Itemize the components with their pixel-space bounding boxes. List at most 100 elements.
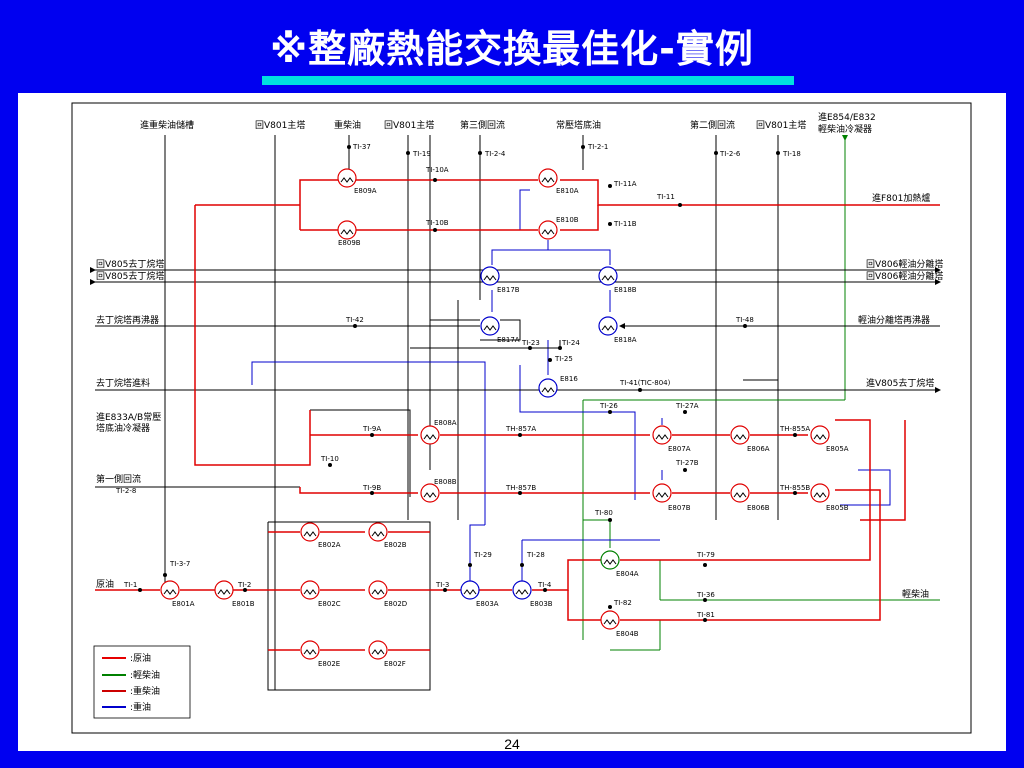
tag-ti37: TI-37: [352, 143, 371, 151]
label-f801: 進F801加熱爐: [872, 192, 930, 204]
label-light-diesel: 輕柴油: [902, 588, 929, 600]
label-return-v801-1: 回V801主塔: [255, 119, 305, 131]
label-e833-1: 進E833A/B常壓: [96, 411, 161, 423]
label-e833-2: 塔底油冷凝器: [96, 422, 150, 434]
tag-e808b: E808B: [434, 478, 457, 486]
tag-e805a: E805A: [826, 445, 849, 453]
title-underline: [262, 76, 794, 85]
tag-e802c: E802C: [318, 600, 341, 608]
label-reboiler-right: 輕油分離塔再沸器: [858, 314, 930, 326]
label-feed-right: 進V805去丁烷塔: [866, 377, 934, 389]
tag-ti24: TI-24: [561, 339, 580, 347]
tag-e808a: E808A: [434, 419, 457, 427]
tag-ti48: TI-48: [735, 316, 754, 324]
tag-e818a: E818A: [614, 336, 637, 344]
tag-e803a: E803A: [476, 600, 499, 608]
tag-ti41: TI-41(TIC-804): [619, 379, 671, 387]
tag-ti26a: TI-2-6: [719, 150, 741, 158]
label-second-reflux: 第二側回流: [690, 119, 735, 131]
tag-ti11: TI-11: [656, 193, 675, 201]
tag-ti27b: TI-27B: [675, 459, 699, 467]
page-number: 24: [504, 736, 520, 752]
tag-e802a: E802A: [318, 541, 341, 549]
label-v806-1: 回V806輕油分離塔: [866, 258, 943, 270]
tag-ti28: TI-28: [526, 551, 545, 559]
tag-e809a: E809A: [354, 187, 377, 195]
tag-ti9a: TI-9A: [362, 425, 381, 433]
tag-ti81: TI-81: [696, 611, 715, 619]
tag-e804b: E804B: [616, 630, 639, 638]
legend-label-crude: :原油: [130, 652, 151, 664]
tag-e810b: E810B: [556, 216, 579, 224]
tag-e807b: E807B: [668, 504, 691, 512]
tag-th857b: TH-857B: [505, 484, 536, 492]
tag-ti37b: TI-3-7: [169, 560, 190, 568]
tag-ti10: TI-10: [320, 455, 339, 463]
tag-e802b: E802B: [384, 541, 407, 549]
exchanger-symbols: [160, 168, 830, 660]
diagram-frame: [18, 93, 1006, 751]
tag-ti3: TI-3: [435, 581, 449, 589]
tag-ti79: TI-79: [696, 551, 715, 559]
tag-th855a: TH-855A: [779, 425, 810, 433]
tag-ti28b: TI-2-8: [115, 487, 136, 495]
tag-ti80: TI-80: [594, 509, 613, 517]
tag-ti1: TI-1: [123, 581, 137, 589]
tag-e817b: E817B: [497, 286, 520, 294]
instrument-dots: [138, 145, 797, 622]
label-v806-2: 回V806輕油分離塔: [866, 270, 943, 282]
label-atm-bottoms: 常壓塔底油: [556, 119, 601, 131]
tag-ti36: TI-36: [696, 591, 715, 599]
tag-e806a: E806A: [747, 445, 770, 453]
tag-ti2: TI-2: [237, 581, 251, 589]
tag-e809b: E809B: [338, 239, 361, 247]
tag-e803b: E803B: [530, 600, 553, 608]
label-return-v801-3: 回V801主塔: [756, 119, 806, 131]
tag-ti18: TI-18: [782, 150, 801, 158]
tag-e802f: E802F: [384, 660, 406, 668]
tag-ti9b: TI-9B: [362, 484, 381, 492]
label-heavy-diesel-tank: 進重柴油儲槽: [140, 119, 194, 131]
tag-e806b: E806B: [747, 504, 770, 512]
tag-e816: E816: [560, 375, 578, 383]
legend: :原油 :輕柴油 :重柴油 :重油: [93, 645, 191, 719]
tag-ti11a: TI-11A: [613, 180, 637, 188]
tag-e802e: E802E: [318, 660, 340, 668]
legend-label-heavy-diesel: :重柴油: [130, 685, 160, 697]
tag-ti29: TI-29: [473, 551, 492, 559]
label-first-reflux: 第一側回流: [96, 473, 141, 485]
label-feed-left: 去丁烷塔進料: [96, 377, 150, 389]
crude-oil-lines: [95, 179, 940, 651]
tag-e801a: E801A: [172, 600, 195, 608]
tag-ti10a: TI-10A: [425, 166, 449, 174]
tag-th857a: TH-857A: [505, 425, 536, 433]
legend-label-heavy-oil: :重油: [130, 701, 151, 713]
tag-e801b: E801B: [232, 600, 255, 608]
tag-ti10b: TI-10B: [425, 219, 449, 227]
label-v805-1: 回V805去丁烷塔: [96, 258, 164, 270]
label-e854-line2: 輕柴油冷凝器: [818, 123, 872, 135]
label-v805-2: 回V805去丁烷塔: [96, 270, 164, 282]
tag-ti24a: TI-2-4: [484, 150, 506, 158]
tag-e807a: E807A: [668, 445, 691, 453]
label-third-reflux: 第三側回流: [460, 119, 505, 131]
tag-th855b: TH-855B: [779, 484, 810, 492]
tag-e804a: E804A: [616, 570, 639, 578]
tag-ti82: TI-82: [613, 599, 632, 607]
tag-ti21: TI-2-1: [587, 143, 608, 151]
tag-ti27a: TI-27A: [675, 402, 699, 410]
tag-e805b: E805B: [826, 504, 849, 512]
tag-e818b: E818B: [614, 286, 637, 294]
tag-ti26: TI-26: [599, 402, 618, 410]
label-e854-line1: 進E854/E832: [818, 111, 876, 123]
label-reboiler-left: 去丁烷塔再沸器: [96, 314, 159, 326]
tag-ti19: TI-19: [412, 150, 431, 158]
legend-label-light-diesel: :輕柴油: [130, 669, 160, 681]
tag-ti23: TI-23: [521, 339, 540, 347]
inner-border: [71, 102, 972, 734]
tag-ti4: TI-4: [537, 581, 552, 589]
tag-ti11b: TI-11B: [613, 220, 637, 228]
tag-ti42: TI-42: [345, 316, 364, 324]
black-flow-lines: [90, 267, 941, 691]
tag-ti25: TI-25: [554, 355, 573, 363]
